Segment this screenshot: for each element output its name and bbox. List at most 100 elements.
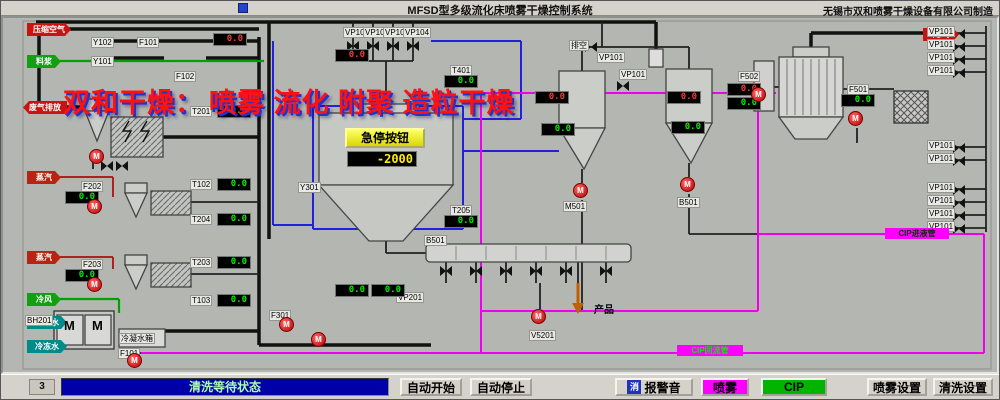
- pump-icon: M: [531, 309, 546, 324]
- valve-icon: [440, 266, 452, 276]
- exhaust-filter-box: [893, 90, 929, 124]
- lightning-icon: [139, 120, 151, 143]
- watermark-slogan: 喷雾 流化 附聚 造粒干燥: [209, 88, 515, 118]
- button-label: 喷雾: [712, 380, 737, 395]
- auto-start-button[interactable]: 自动开始: [400, 378, 462, 396]
- spray-settings-button[interactable]: 喷雾设置: [867, 378, 927, 396]
- value-display: 0.0: [841, 94, 875, 107]
- equipment-tag: VP104: [403, 27, 432, 38]
- valve-icon: [953, 68, 965, 78]
- pipe-label: CIP回流管: [677, 345, 743, 356]
- valve-icon: [347, 41, 359, 51]
- watermark-brand: 双和干燥：: [63, 88, 203, 118]
- flow-label: 冷冻水: [27, 340, 67, 353]
- value-display: 0.0: [444, 215, 478, 228]
- button-label: CIP: [783, 380, 804, 394]
- pump-icon: M: [87, 277, 102, 292]
- equipment-tag: F502: [738, 71, 761, 82]
- valve-icon: [560, 266, 572, 276]
- page-title: MFSD型多级流化床喷雾干燥控制系统: [407, 5, 593, 17]
- lightning-icon: [121, 120, 133, 143]
- cip-button[interactable]: CIP: [761, 378, 827, 396]
- equipment-tag: VP101: [619, 69, 648, 80]
- mute-alarm-button[interactable]: 消报警音: [615, 378, 693, 396]
- pump-icon: M: [848, 111, 863, 126]
- value-display: -2000: [347, 151, 417, 167]
- button-label: 喷雾设置: [872, 380, 921, 395]
- emergency-stop-button[interactable]: 急停按钮: [345, 128, 425, 148]
- equipment-tag: M501: [563, 201, 588, 212]
- button-label: 自动开始: [406, 380, 455, 395]
- cyclone-small-cone: [84, 110, 110, 143]
- flow-label: 压缩空气: [27, 23, 71, 36]
- value-display: 0.0: [535, 91, 569, 104]
- button-label: 报警音: [644, 380, 681, 395]
- flow-label: 蒸汽: [27, 171, 61, 184]
- equipment-tag: VP101: [927, 140, 956, 151]
- cyclone-1-cone: [557, 127, 607, 171]
- valve-icon: [953, 55, 965, 65]
- clean-settings-button[interactable]: 清洗设置: [933, 378, 993, 396]
- equipment-tag: T201: [190, 106, 213, 117]
- valve-icon: [101, 161, 113, 171]
- flow-label: 冷风: [27, 293, 61, 306]
- equipment-tag: VP101: [927, 26, 956, 37]
- heat-exchanger-hopper: [777, 116, 845, 140]
- equipment-tag: BH201: [25, 315, 54, 326]
- value-display: 0.0: [217, 213, 251, 226]
- spray-dryer-body: [318, 112, 454, 186]
- product-arrow: [572, 283, 584, 314]
- title-bar: MFSD型多级流化床喷雾干燥控制系统 无锡市双和喷雾干燥设备有限公司制造: [1, 1, 999, 18]
- pump-icon: M: [127, 353, 142, 368]
- valve-icon: [387, 41, 399, 51]
- equipment-tag: VP101: [927, 208, 956, 219]
- equipment-tag: 冷凝水箱: [119, 333, 155, 344]
- value-display: 0.0: [217, 178, 251, 191]
- flow-label: 蒸汽: [27, 251, 61, 264]
- pipes-steam-red: [57, 176, 114, 269]
- auto-stop-button[interactable]: 自动停止: [470, 378, 532, 396]
- value-display: 0.0: [671, 121, 705, 134]
- equipment-tag: T204: [190, 214, 213, 225]
- button-label: 清洗设置: [938, 380, 987, 395]
- spray-dryer-cone: [317, 184, 455, 242]
- electrostatic-filter: [110, 116, 164, 158]
- flow-label: 料浆: [27, 55, 61, 68]
- equipment-tag: VP101: [597, 52, 626, 63]
- pump-icon: M: [311, 332, 326, 347]
- equipment-tag: M: [64, 318, 75, 333]
- furnace-burner-2: [84, 314, 112, 346]
- pump-icon: M: [87, 199, 102, 214]
- equipment-tag: T102: [190, 179, 213, 190]
- equipment-tag: VP201: [396, 292, 425, 303]
- inline-filter: [648, 48, 664, 68]
- pipes-cip-magenta: [141, 92, 985, 354]
- button-group: 自动开始 自动停止 消报警音 喷雾 CIP 喷雾设置 清洗设置: [1, 375, 999, 399]
- steam-heater-2: [150, 262, 192, 288]
- equipment-tag: T203: [190, 257, 213, 268]
- value-display: 0.0: [217, 294, 251, 307]
- equipment-tag: F101: [137, 37, 160, 48]
- equipment-tag: Y301: [298, 182, 321, 193]
- value-display: 0.0: [541, 123, 575, 136]
- equipment-tag: VP101: [927, 195, 956, 206]
- equipment-tag: VP101: [927, 182, 956, 193]
- watermark: 双和干燥：喷雾 流化 附聚 造粒干燥: [63, 81, 521, 120]
- equipment-tag: Y102: [91, 37, 114, 48]
- flow-label: 废气排放: [23, 101, 67, 114]
- pipe-label: CIP进液管: [885, 228, 949, 239]
- valve-icon: [953, 224, 965, 234]
- valve-icon: [953, 211, 965, 221]
- button-label: 自动停止: [476, 380, 525, 395]
- spray-button[interactable]: 喷雾: [701, 378, 749, 396]
- equipment-tag: M: [92, 318, 103, 333]
- equipment-tag: 排空: [569, 40, 589, 51]
- pipes-slurry-green: [57, 59, 264, 348]
- equipment-shapes: [53, 46, 929, 350]
- valve-icon: [530, 266, 542, 276]
- equipment-tag: Y101: [91, 56, 114, 67]
- valve-icon: [116, 161, 128, 171]
- equipment-tag: B501: [424, 235, 447, 246]
